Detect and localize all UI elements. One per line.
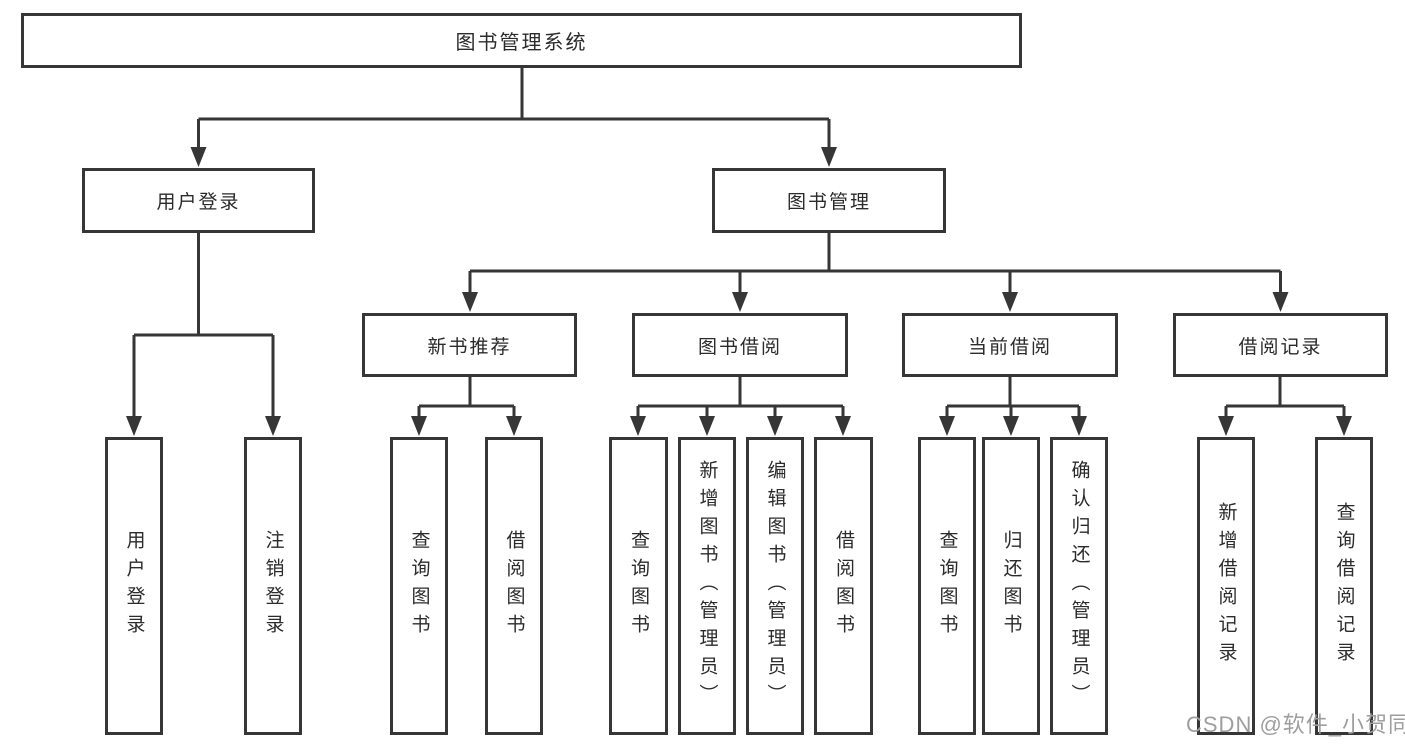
node-label: 借阅图书 bbox=[833, 530, 854, 642]
node-label: 图书管理系统 bbox=[455, 32, 588, 54]
node-label: 图书借阅 bbox=[697, 336, 782, 358]
node-label: 注销登录 bbox=[262, 530, 284, 642]
node-borrowing-records: 借阅记录 bbox=[1173, 313, 1388, 377]
leaf-query-books-3: 查询图书 bbox=[918, 437, 976, 735]
leaf-add-books-admin: 新增图书（管理员） bbox=[678, 437, 736, 735]
node-label: 编辑图书（管理员） bbox=[764, 460, 786, 712]
leaf-add-borrow-record: 新增借阅记录 bbox=[1197, 437, 1255, 735]
node-label: 新增图书（管理员） bbox=[696, 460, 718, 712]
leaf-borrow-books-2: 借阅图书 bbox=[814, 437, 873, 735]
node-label: 新增借阅记录 bbox=[1215, 502, 1237, 670]
node-book-management-branch: 图书管理 bbox=[712, 168, 946, 233]
leaf-return-books: 归还图书 bbox=[982, 437, 1040, 735]
node-label: 归还图书 bbox=[1000, 530, 1022, 642]
node-user-login-branch: 用户登录 bbox=[82, 168, 315, 233]
node-new-book-recommendation: 新书推荐 bbox=[362, 313, 577, 377]
leaf-user-login: 用户登录 bbox=[105, 437, 163, 735]
node-label: 当前借阅 bbox=[967, 336, 1052, 358]
node-label: 查询借阅记录 bbox=[1333, 502, 1355, 670]
node-label: 用户登录 bbox=[156, 192, 241, 213]
node-label: 查询图书 bbox=[936, 530, 958, 642]
node-label: 图书管理 bbox=[786, 192, 871, 213]
leaf-edit-books-admin: 编辑图书（管理员） bbox=[746, 437, 804, 735]
node-book-borrowing: 图书借阅 bbox=[632, 313, 848, 377]
node-label: 借阅记录 bbox=[1238, 336, 1323, 358]
node-label: 确认归还（管理员） bbox=[1068, 460, 1090, 712]
node-label: 新书推荐 bbox=[427, 336, 512, 358]
node-label: 查询图书 bbox=[628, 530, 649, 642]
leaf-confirm-return-admin: 确认归还（管理员） bbox=[1050, 437, 1108, 735]
node-label: 查询图书 bbox=[408, 530, 430, 642]
node-label: 用户登录 bbox=[123, 530, 145, 642]
leaf-query-books-2: 查询图书 bbox=[609, 437, 668, 735]
node-library-management-system: 图书管理系统 bbox=[21, 13, 1022, 68]
node-label: 借阅图书 bbox=[503, 530, 525, 642]
node-current-borrowing: 当前借阅 bbox=[902, 313, 1118, 377]
leaf-query-books-1: 查询图书 bbox=[390, 437, 448, 735]
leaf-borrow-books-1: 借阅图书 bbox=[485, 437, 543, 735]
leaf-logout: 注销登录 bbox=[244, 437, 302, 735]
csdn-watermark: CSDN @软件_小贺同学 bbox=[1186, 712, 1405, 737]
leaf-query-borrow-record: 查询借阅记录 bbox=[1315, 437, 1373, 735]
